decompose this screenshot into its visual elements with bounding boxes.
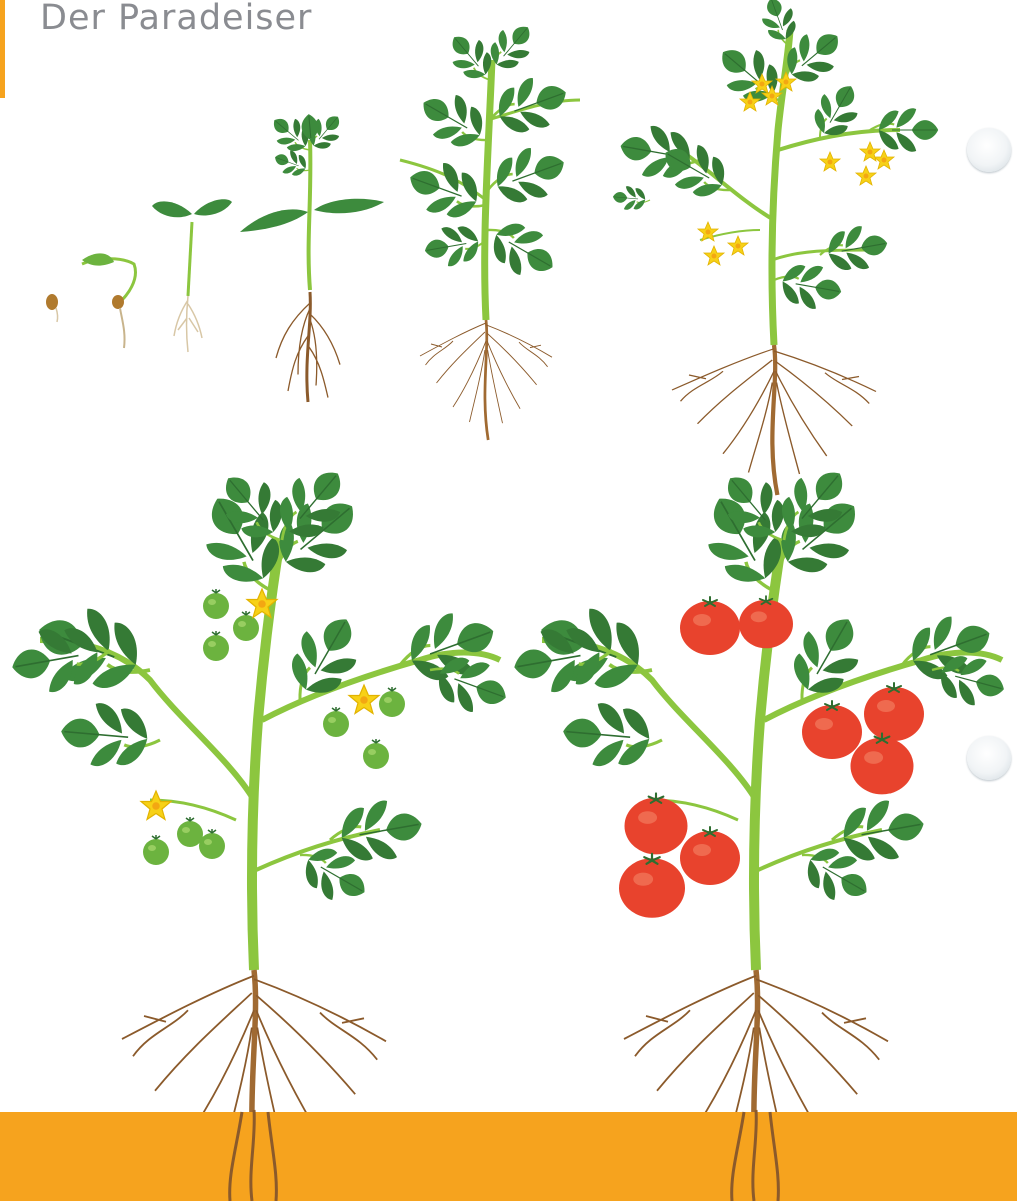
stage-young-plant [240, 108, 384, 402]
stage-flowering-plant [612, 0, 938, 495]
soil-band [0, 1112, 1017, 1201]
binder-hole-top [967, 128, 1011, 172]
stage-seedling [152, 199, 232, 352]
stage-green-fruit-plant [7, 456, 515, 1200]
stage-germination [82, 253, 135, 348]
stage-seed [46, 294, 58, 322]
stage-growing-plant [400, 16, 580, 440]
binder-hole-bottom [967, 736, 1011, 780]
stage-ripe-tomato-plant [509, 456, 1010, 1200]
